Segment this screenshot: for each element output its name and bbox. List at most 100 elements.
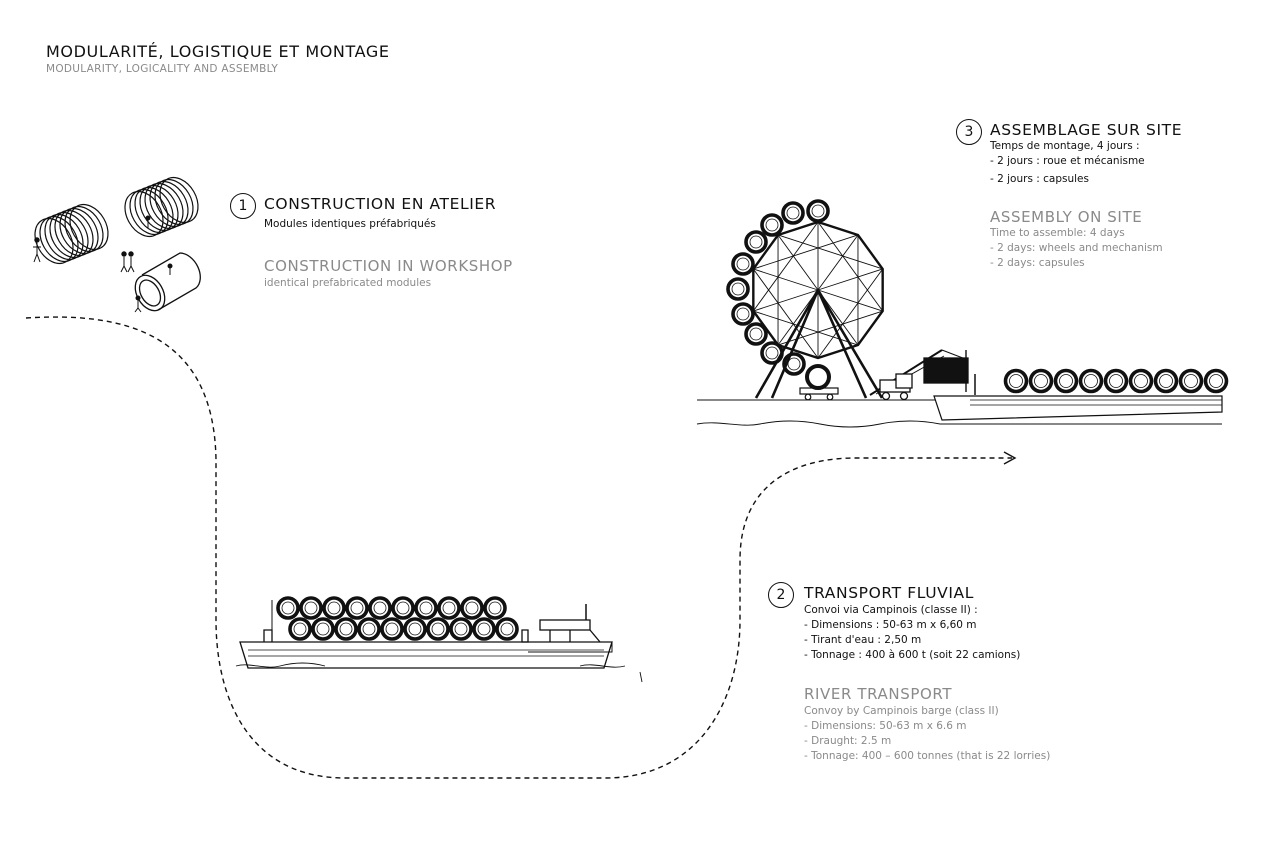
quay-capsule [1153,368,1179,394]
wheel-capsule [782,352,806,376]
wheel-spoke [777,234,819,291]
wheel-capsule [744,230,768,254]
step3-detail-fr-line: Temps de montage, 4 jours : [990,140,1140,152]
step1-subtitle-en: identical prefabricated modules [264,277,432,289]
step2-title-en: RIVER TRANSPORT [804,685,953,703]
step1-title-fr: CONSTRUCTION EN ATELIER [264,195,497,213]
wheel-capsule [781,201,805,225]
quay-capsule [1078,368,1104,394]
wheel-spoke [817,268,883,291]
wheel-star-line [817,221,884,312]
barge-drawing [239,600,613,669]
page-subtitle: MODULARITY, LOGICALITY AND ASSEMBLY [46,63,279,75]
barge-capsule [426,617,450,641]
barge-capsule [380,617,404,641]
step1-number-badge: 1 [230,193,256,219]
wheel-capsule [744,322,768,346]
step2-detail-en-line: Convoy by Campinois barge (class II) [804,705,999,717]
step3-details-en: Time to assemble: 4 days - 2 days: wheel… [990,226,1163,271]
step3-detail-en-line: Time to assemble: 4 days [990,227,1125,239]
step2-number-badge: 2 [768,582,794,608]
step3-detail-en-line: - 2 days: wheels and mechanism [990,242,1163,254]
step2-detail-fr-line: - Tirant d'eau : 2,50 m [804,634,922,646]
wheel-spoke [753,268,819,291]
coil-ring [159,176,199,224]
step1-subtitle-fr: Modules identiques préfabriqués [264,218,436,230]
page-title: MODULARITÉ, LOGISTIQUE ET MONTAGE [46,42,390,61]
step2-detail-en-line: - Dimensions: 50-63 m x 6.6 m [804,720,967,732]
barge-capsule [472,617,496,641]
wheel-star-line [752,221,819,312]
workshop-coil-left [34,203,109,265]
step2-detail-fr-line: - Dimensions : 50-63 m x 6,60 m [804,619,977,631]
flatbed-truck [799,364,839,401]
step2-details-fr: Convoi via Campinois (classe II) : - Dim… [804,603,1020,663]
quay-capsule [1003,368,1029,394]
barge-capsule [299,596,323,620]
quay-capsule [1103,368,1129,394]
barge-capsule [334,617,358,641]
wheel-capsule [731,302,755,326]
wheel-star-line [753,234,859,270]
step3-title-en: ASSEMBLY ON SITE [990,208,1143,226]
route-arrowhead-icon [1003,451,1017,465]
barge-capsules [276,596,519,641]
quay-barge [933,395,1223,421]
step3-detail-fr-line: - 2 jours : capsules [990,173,1089,185]
barge-capsule [403,617,427,641]
quay-capsules [1003,368,1229,394]
step3-title-fr: ASSEMBLAGE SUR SITE [990,121,1183,139]
barge-capsule [483,596,507,620]
barge-capsule [288,617,312,641]
step2-details-en: Convoy by Campinois barge (class II) - D… [804,704,1050,764]
wheel-spoke [817,234,859,291]
wheel-star-line [777,310,883,346]
wheel-star-line [817,268,884,359]
barge-capsule [368,596,392,620]
wheel-capsules [726,199,830,376]
barge-capsule [276,596,300,620]
quay-capsule [1178,368,1204,394]
wheel-capsule [760,341,784,365]
quay-capsule [1203,368,1229,394]
workshop-capsule [134,252,201,312]
workshop-coil-right [124,176,199,238]
wheel-capsule [806,199,830,223]
wheel-star-line [752,268,819,359]
step2-detail-fr-line: Convoi via Campinois (classe II) : [804,604,978,616]
step2-detail-en-line: - Draught: 2.5 m [804,735,892,747]
ferris-wheel-drawing [752,220,884,399]
coil-ring [69,203,109,251]
barge-capsule [495,617,519,641]
step3-detail-en-line: - 2 days: capsules [990,257,1085,269]
route-dashed-path [25,316,1012,779]
step3-number-badge: 3 [956,119,982,145]
barge-capsule [311,617,335,641]
ground-and-water-step3 [696,374,1222,428]
wheel-spoke [817,289,883,312]
barge-capsule [437,596,461,620]
step1-title-en: CONSTRUCTION IN WORKSHOP [264,257,513,275]
worker-figures [33,215,173,313]
step2-title-fr: TRANSPORT FLUVIAL [804,584,974,602]
barge-capsule [449,617,473,641]
step2-detail-en-line: - Tonnage: 400 – 600 tonnes (that is 22 … [804,750,1051,762]
quay-capsule [1128,368,1154,394]
barge-capsule [460,596,484,620]
barge-capsule [391,596,415,620]
wheel-capsule [726,277,750,301]
wheel-spoke [753,289,819,312]
step3-details-fr: Temps de montage, 4 jours : - 2 jours : … [990,139,1145,187]
barge-capsule [357,617,381,641]
barge-capsule [345,596,369,620]
water-line-step2 [235,662,643,683]
quay-capsule [1028,368,1054,394]
barge-capsule [414,596,438,620]
crane-truck [869,349,969,401]
step3-detail-fr-line: - 2 jours : roue et mécanisme [990,155,1145,167]
wheel-capsule [760,213,784,237]
barge-capsule [322,596,346,620]
step2-detail-fr-line: - Tonnage : 400 à 600 t (soit 22 camions… [804,649,1021,661]
wheel-capsule [731,252,755,276]
